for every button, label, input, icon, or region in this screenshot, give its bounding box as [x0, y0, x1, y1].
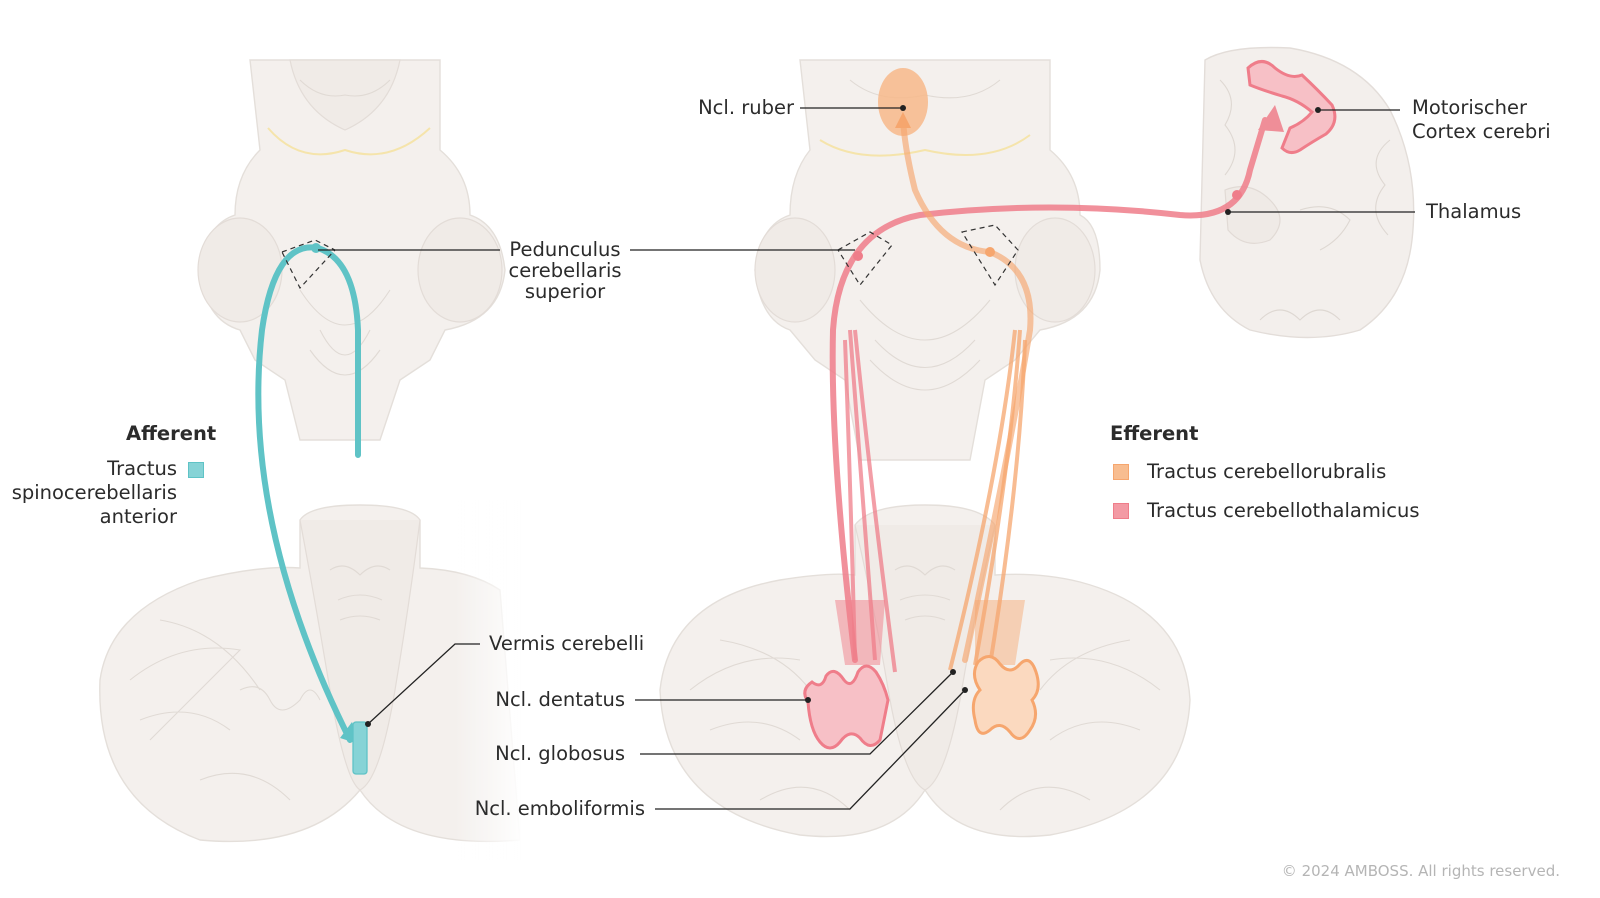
- copyright-notice: © 2024 AMBOSS. All rights reserved.: [1281, 862, 1560, 880]
- efferent-tract-cerebellothalamicus: [803, 60, 1337, 750]
- efferent-thalamic-label: Tractus cerebellothalamicus: [1147, 499, 1420, 522]
- pedunculus-outline-center-right: [961, 224, 1019, 287]
- motor-cortex-line-2: Cortex cerebri: [1412, 120, 1551, 143]
- ncl-emboliformis-label: Ncl. emboliformis: [474, 797, 645, 820]
- thalamus-label: Thalamus: [1426, 200, 1522, 223]
- pedunculus-line-3: superior: [524, 280, 606, 303]
- ncl-globosus-label: Ncl. globosus: [495, 742, 625, 765]
- pedunculus-line-2: cerebellaris: [508, 259, 622, 282]
- afferent-tract-label: Tractus spinocerebellaris anterior: [12, 457, 177, 529]
- pedunculus-label: Pedunculus cerebellaris superior: [500, 238, 630, 304]
- leader-lines: [318, 105, 1415, 810]
- vermis-label: Vermis cerebelli: [489, 632, 645, 655]
- pedunculus-line-1: Pedunculus: [509, 238, 621, 261]
- efferent-rubral-label: Tractus cerebellorubralis: [1147, 460, 1387, 483]
- efferent-tract-cerebellorubralis: [895, 112, 1040, 740]
- rubral-swatch: [1113, 464, 1129, 480]
- afferent-tract-line-2: spinocerebellaris: [11, 481, 177, 504]
- afferent-tract-spinocerebellaris: [255, 243, 368, 775]
- ncl-ruber-label: Ncl. ruber: [698, 96, 794, 119]
- afferent-tract-line-1: Tractus: [107, 457, 177, 480]
- pedunculus-outline-center-left: [837, 231, 893, 287]
- afferent-heading: Afferent: [126, 422, 217, 445]
- afferent-swatch: [188, 462, 204, 478]
- motor-cortex-label: Motorischer Cortex cerebri: [1412, 96, 1551, 144]
- ncl-dentatus-label: Ncl. dentatus: [495, 688, 625, 711]
- motor-cortex-line-1: Motorischer: [1412, 96, 1528, 119]
- center-brainstem: [754, 59, 1101, 461]
- ncl-ruber-shape: [878, 68, 928, 136]
- afferent-tract-line-3: anterior: [99, 505, 177, 528]
- cerebrum-section: [1199, 46, 1415, 339]
- center-cerebellum: [659, 504, 1191, 838]
- left-cerebellum: [99, 500, 525, 860]
- thalamic-swatch: [1113, 503, 1129, 519]
- efferent-heading: Efferent: [1110, 422, 1199, 445]
